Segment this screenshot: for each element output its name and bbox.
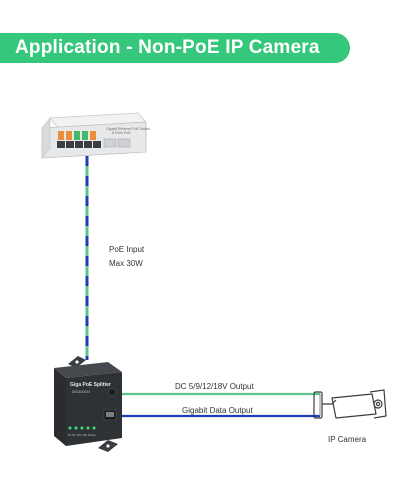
switch-label-line1: Gigabit Ethernet PoE Switch (106, 127, 150, 131)
camera-label: IP Camera (328, 435, 367, 444)
max-power-label: Max 30W (109, 259, 143, 268)
dc-output-label: DC 5/9/12/18V Output (175, 382, 254, 391)
splitter-name: Giga PoE Splitter (70, 382, 111, 388)
poe-splitter (54, 356, 122, 452)
poe-input-label: PoE Input (109, 245, 145, 254)
page-title: Application - Non-PoE IP Camera (15, 37, 320, 58)
switch-label-line2: 8 Ports PoE (112, 131, 131, 135)
splitter-voltage-marks: 5V 9V 12V 18V Power (68, 433, 96, 437)
poe-switch (41, 112, 147, 159)
title-banner: Application - Non-PoE IP Camera (0, 33, 350, 63)
data-output-label: Gigabit Data Output (182, 406, 253, 415)
ip-camera (313, 389, 387, 419)
splitter-model: DS1100GN (72, 390, 90, 394)
